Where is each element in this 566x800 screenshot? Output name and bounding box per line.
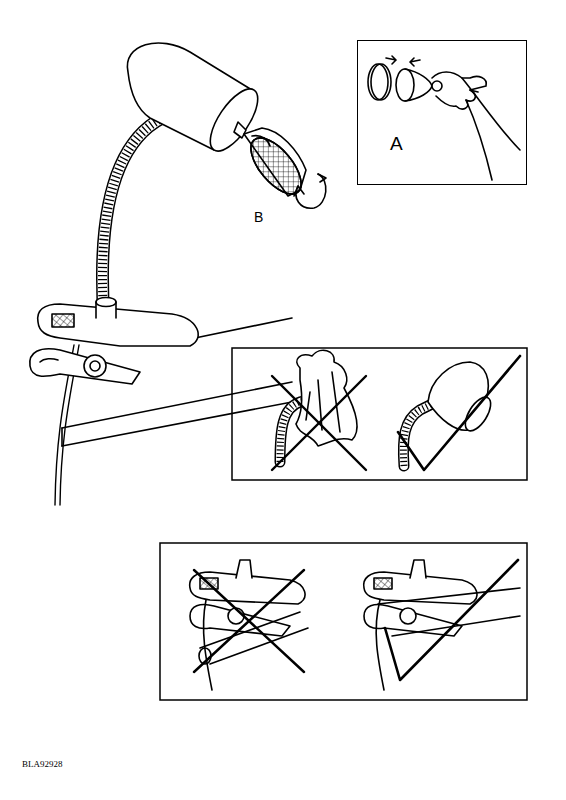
panel-letter: A [390, 134, 403, 153]
panel-box: A [357, 40, 527, 185]
document-code: BLA92928 [22, 760, 63, 769]
part-letter: B [254, 210, 263, 224]
